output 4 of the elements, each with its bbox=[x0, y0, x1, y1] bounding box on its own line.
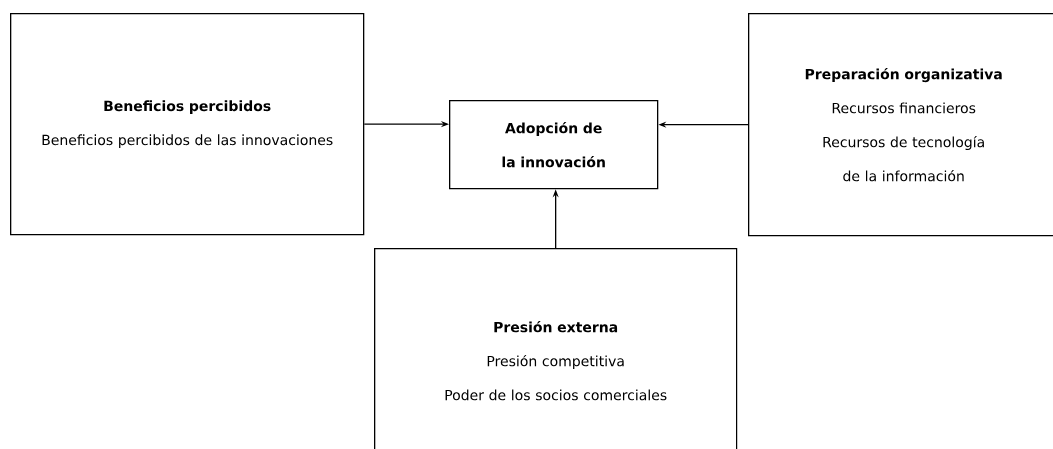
factor-box: Preparación organizativa Recursos financieros Recursos de tecnología de la información bbox=[748, 13, 1053, 237]
factor-box: Presión externa Presión competitiva Poder de los socios comerciales bbox=[374, 248, 738, 449]
outcome-box: Adopción de la innovación bbox=[449, 100, 659, 190]
factor-box: Beneficios percibidos Beneficios percibidos de las innovaciones bbox=[10, 13, 365, 236]
